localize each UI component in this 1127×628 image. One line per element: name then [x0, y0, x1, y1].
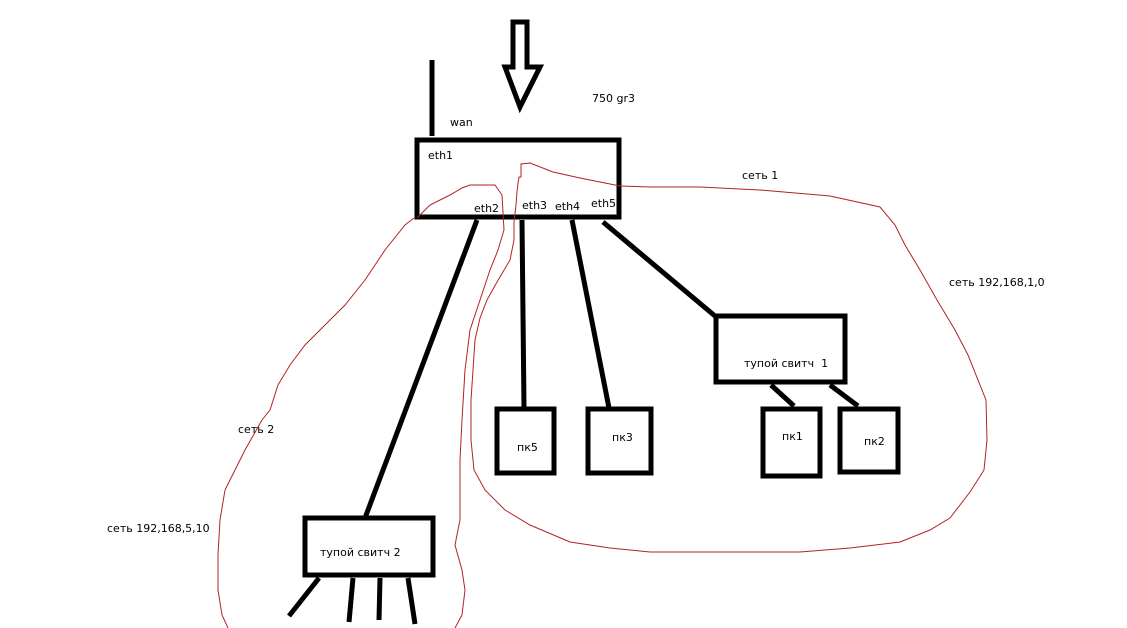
network1-outline	[470, 162, 988, 553]
switch2-box[interactable]	[302, 515, 436, 578]
network2-outline	[217, 184, 505, 628]
switch2-port-4	[405, 577, 418, 625]
router-model-label: 750 gr3	[592, 92, 635, 105]
pk2-box[interactable]	[837, 406, 901, 475]
pk3-box[interactable]	[585, 406, 654, 476]
switch2-port-1	[287, 576, 321, 618]
pk3-label: пк3	[612, 431, 633, 444]
wire-eth5-switch1	[601, 220, 717, 318]
network2-address-label: сеть 192,168,5,10	[107, 522, 210, 535]
wire-switch1-pk1	[769, 383, 796, 408]
network1-name-label: сеть 1	[742, 169, 779, 182]
wire-eth3-pk5	[519, 219, 527, 409]
switch1-label: тупой свитч 1	[744, 357, 829, 370]
pk1-label: пк1	[782, 430, 803, 443]
network2-name-label: сеть 2	[238, 423, 275, 436]
wire-eth2-switch2	[362, 219, 480, 519]
router-box[interactable]	[414, 137, 622, 220]
switch1-box[interactable]	[713, 313, 848, 385]
switch2-port-3	[376, 577, 383, 621]
wire-eth4-pk3	[569, 219, 612, 409]
pk2-label: пк2	[864, 435, 885, 448]
pk5-box[interactable]	[494, 406, 557, 476]
wan-label: wan	[450, 116, 473, 129]
network1-address-label: сеть 192,168,1,0	[949, 276, 1045, 289]
port-label-eth1: eth1	[428, 149, 454, 162]
port-label-eth5: eth5	[591, 197, 617, 210]
wire-switch1-pk2	[828, 383, 860, 408]
port-label-eth4: eth4	[555, 200, 581, 213]
incoming-arrow-icon	[501, 19, 545, 114]
switch2-label: тупой свитч 2	[320, 546, 401, 559]
switch2-port-2	[346, 577, 356, 623]
pk1-box[interactable]	[760, 406, 823, 479]
port-label-eth2: eth2	[474, 202, 500, 215]
pk5-label: пк5	[517, 441, 538, 454]
port-label-eth3: eth3	[522, 199, 548, 212]
